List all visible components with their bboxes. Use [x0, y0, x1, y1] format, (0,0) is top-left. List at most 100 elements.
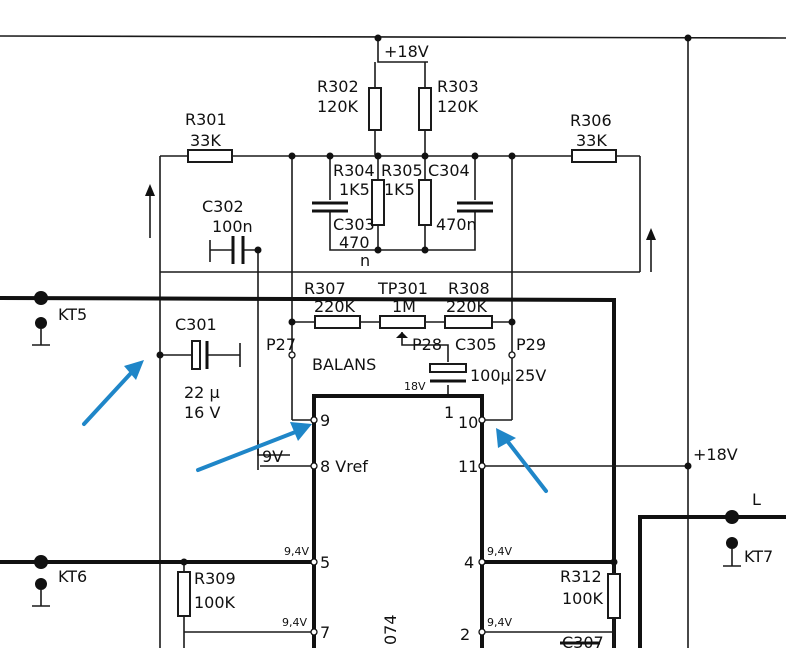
p27-marker: [288, 351, 296, 359]
p29-marker: [508, 351, 516, 359]
ic-pin7-label: 7: [320, 623, 330, 642]
junction-dot: [326, 152, 334, 160]
r302-ref-label: R302: [317, 77, 359, 96]
tp301-ref-label: TP301: [377, 279, 428, 298]
junction-dot: [421, 152, 429, 160]
p29-label: P29: [516, 335, 546, 354]
ic-part-label: 074: [381, 614, 400, 645]
r303-ref-label: R303: [437, 77, 479, 96]
junction-dot: [374, 246, 382, 254]
kt5-ground-node: [35, 317, 47, 329]
thick-output-wire-l: [638, 515, 786, 648]
c305-ref-label: C305: [455, 335, 497, 354]
terminals: [32, 291, 741, 607]
kt6-label: KT6: [58, 567, 87, 586]
r312-symbol: [607, 573, 621, 619]
r303-value-label: 120K: [437, 97, 479, 116]
supply-right-label: +18V: [693, 445, 738, 464]
r303-symbol: [418, 87, 432, 131]
pin-markers: [288, 351, 516, 636]
r306-ref-label: R306: [570, 111, 612, 130]
junction-dot: [254, 246, 262, 254]
c303-value-label: 470: [339, 233, 370, 252]
v9-label: 9V: [262, 447, 283, 466]
r309-value-label: 100K: [194, 593, 236, 612]
r307-ref-label: R307: [304, 279, 346, 298]
p27-label: P27: [266, 335, 296, 354]
c301-voltage-label: 16 V: [184, 403, 220, 422]
c302-value-label: 100n: [212, 217, 253, 236]
up-arrow-head-icon: [145, 184, 155, 196]
r305-symbol: [418, 179, 432, 226]
junction-dot: [288, 152, 296, 160]
c305-value-label: 100µ: [470, 366, 511, 385]
junction-dot: [508, 318, 516, 326]
v94-pin2-label: 9,4V: [487, 616, 512, 629]
r306-value-label: 33K: [576, 131, 607, 150]
p28-label: P28: [412, 335, 442, 354]
c307-ref-label: C307: [562, 633, 604, 648]
ref18-label: 18V: [404, 380, 426, 393]
wiper-arrow-icon: [396, 332, 408, 338]
wires: [0, 35, 786, 648]
junction-dots: [156, 34, 692, 566]
r308-value-label: 220K: [446, 297, 488, 316]
c303-c304-bottom-wire: [329, 212, 476, 251]
c301-ref-label: C301: [175, 315, 217, 334]
ic-pin10-label: 10: [458, 413, 478, 432]
r305-ref-label: R305: [381, 161, 423, 180]
c301-plate-left: [191, 340, 201, 370]
junction-dot: [156, 351, 164, 359]
labels: +18V R302 120K R303 120K R301 33K R306 3…: [58, 42, 773, 648]
up-arrow-head-icon: [646, 228, 656, 240]
r302-symbol: [368, 87, 382, 131]
capacitor-symbols: [191, 201, 600, 645]
annotation-arrow-head-icon: [496, 428, 516, 448]
c304-value-label: 470n: [436, 215, 477, 234]
top-rail-wire: [0, 35, 786, 39]
junction-dot: [684, 462, 692, 470]
kt6-terminal: [34, 555, 48, 569]
balans-label: BALANS: [312, 355, 376, 374]
ic-pin5-label: 5: [320, 553, 330, 572]
v94-pin5-label: 9,4V: [284, 545, 309, 558]
r306-symbol: [571, 149, 617, 163]
junction-dot: [610, 558, 618, 566]
r307-symbol: [314, 315, 361, 329]
c305-voltage-label: 25V: [515, 366, 546, 385]
ic-pin2-label: 2: [460, 625, 470, 644]
kt7-ground-symbol: [723, 549, 741, 567]
ic-body: [312, 394, 484, 648]
junction-dot: [684, 34, 692, 42]
annotation-arrow-icon: [506, 440, 548, 493]
ic-pin4-label: 4: [464, 553, 474, 572]
r301-value-label: 33K: [190, 131, 221, 150]
tp301-wiper-wire: [401, 332, 449, 362]
ic-pin9-label: 9: [320, 411, 330, 430]
kt7-ground-node: [726, 537, 738, 549]
annotation-arrow-icon: [82, 370, 134, 426]
r308-ref-label: R308: [448, 279, 490, 298]
r301-symbol: [187, 149, 233, 163]
r309-ref-label: R309: [194, 569, 236, 588]
r301-ref-label: R301: [185, 110, 227, 129]
v94-pin4-label: 9,4V: [487, 545, 512, 558]
l-output-terminal: [725, 510, 739, 524]
annotation-arrow-icon: [196, 429, 300, 472]
c303-ref-label: C303: [333, 215, 375, 234]
junction-dot: [288, 318, 296, 326]
junction-dot: [374, 152, 382, 160]
c301-value-label: 22 µ: [184, 383, 220, 402]
annotation-arrows: [82, 360, 548, 493]
r312-ref-label: R312: [560, 567, 602, 586]
r307-value-label: 220K: [314, 297, 356, 316]
kt5-ground-symbol: [32, 329, 50, 346]
r304-symbol: [371, 179, 385, 226]
kt5-label: KT5: [58, 305, 87, 324]
ic-pin11-label: 11: [458, 457, 478, 476]
junction-dot: [508, 152, 516, 160]
c304-ref-label: C304: [428, 161, 470, 180]
junction-dot: [374, 34, 382, 42]
thick-signal-wire-kt5: [0, 296, 616, 648]
